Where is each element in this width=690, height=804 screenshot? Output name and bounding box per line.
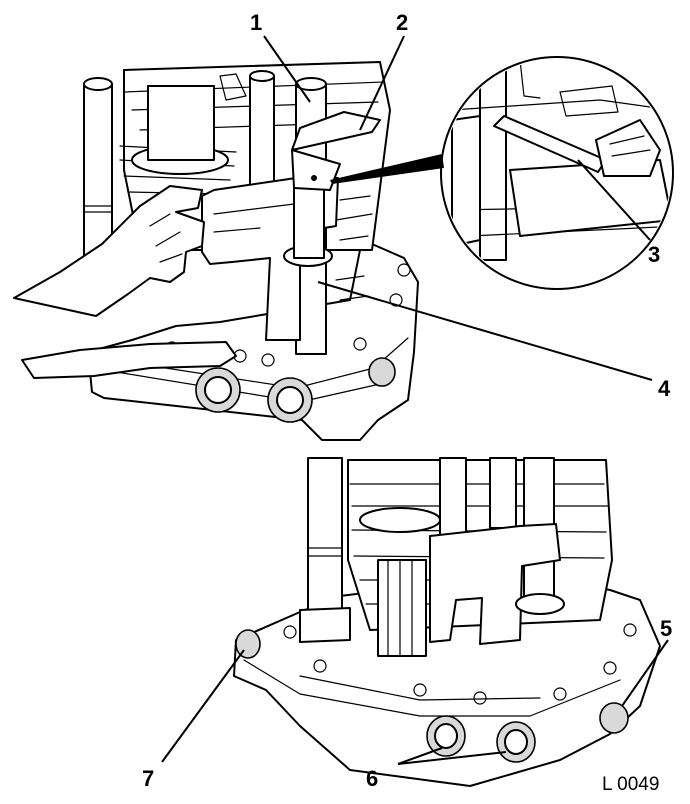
leader-2: [359, 35, 405, 131]
leader-6b: [397, 751, 507, 765]
callout-4: 4: [658, 376, 671, 401]
leader-3: [577, 159, 651, 241]
callout-6: 6: [366, 766, 378, 791]
leader-4: [317, 281, 653, 381]
upper-view-illustration: [13, 61, 419, 441]
callout-1: 1: [250, 10, 262, 35]
leader-6a: [397, 747, 443, 765]
callout-5: 5: [660, 616, 672, 641]
leader-7: [161, 649, 245, 763]
callout-leaders: [161, 35, 669, 765]
callout-2: 2: [396, 10, 408, 35]
lower-view-illustration: [233, 457, 661, 787]
leader-5: [621, 639, 669, 707]
callout-7: 7: [142, 766, 154, 791]
detail-inset-circle: [330, 56, 674, 290]
callout-3: 3: [648, 242, 660, 267]
leader-1: [263, 35, 311, 103]
figure-code: L 0049: [602, 774, 659, 795]
callout-labels: 1 2 3 4 5 6 7: [142, 10, 672, 791]
